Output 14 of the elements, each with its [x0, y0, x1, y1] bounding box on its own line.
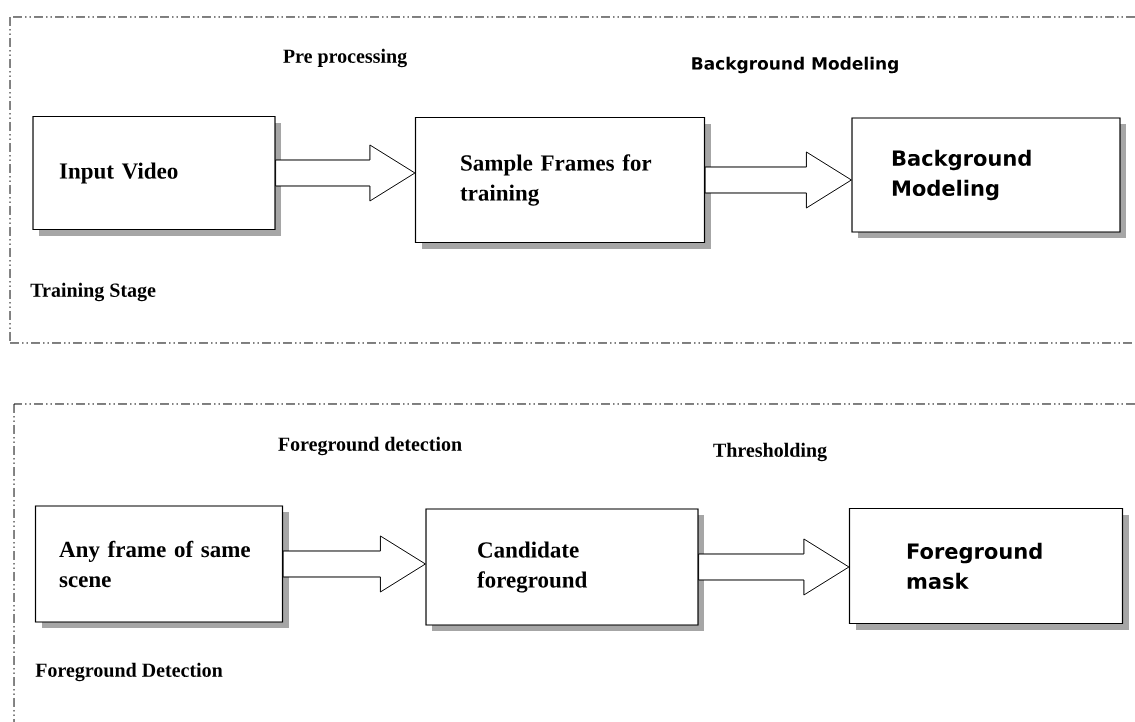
process-box: Background Modeling [851, 117, 1126, 238]
block-arrow [282, 535, 426, 593]
process-box: Sample Frames for training [414, 116, 711, 249]
process-box: Input Video [32, 115, 281, 236]
step-label: Thresholding [713, 442, 827, 462]
block-arrow [275, 144, 416, 202]
process-box: Any frame of same scene [34, 505, 289, 628]
block-arrow [704, 151, 852, 209]
step-label: Pre processing [283, 48, 407, 68]
step-label: Background Modeling [692, 56, 898, 74]
step-label: Foreground detection [278, 436, 462, 456]
block-arrow [698, 538, 850, 596]
process-box: Candidate foreground [425, 508, 704, 631]
process-box: Foreground mask [848, 507, 1129, 630]
